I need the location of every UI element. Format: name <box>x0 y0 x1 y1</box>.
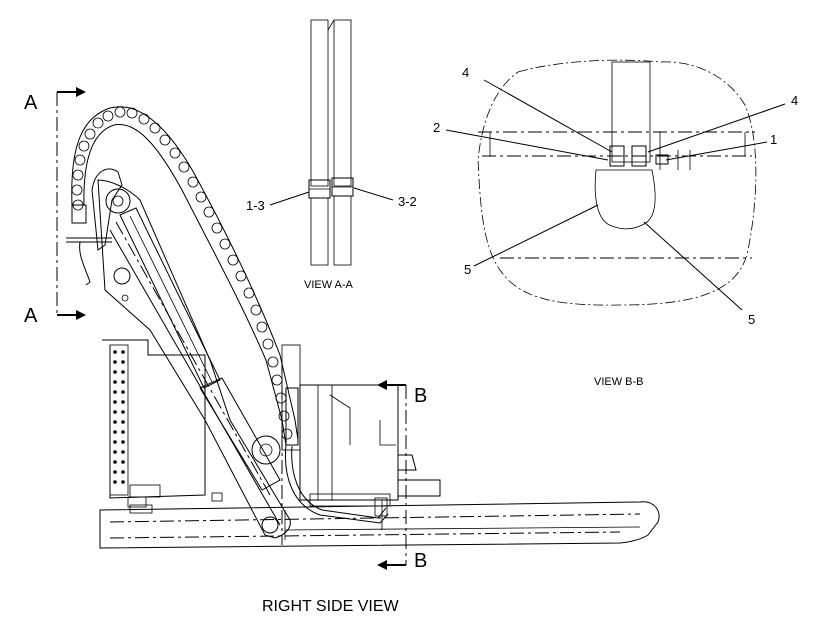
view-b-caption: VIEW B-B <box>594 376 644 388</box>
frame-holes <box>113 350 125 484</box>
frame-hole <box>121 360 125 364</box>
callout-1: 1 <box>770 132 777 147</box>
frame-hole <box>113 480 117 484</box>
right-side-view: RIGHT SIDE VIEW <box>66 106 660 615</box>
callout-4-right: 4 <box>791 93 798 108</box>
chain-link <box>159 134 171 146</box>
frame-hole <box>121 420 125 424</box>
chain-link <box>219 238 231 250</box>
chain-link <box>203 206 215 218</box>
view-a-a: 1-3 3-2 VIEW A-A <box>246 19 417 291</box>
chain-link <box>267 356 279 368</box>
section-line-a: A A <box>24 87 86 327</box>
view-a-caption: VIEW A-A <box>304 279 354 291</box>
chain-link <box>74 154 86 166</box>
frame-hole <box>113 450 117 454</box>
frame-hole <box>121 450 125 454</box>
chain-link <box>281 428 293 440</box>
frame-hole <box>121 380 125 384</box>
frame-hole <box>113 390 117 394</box>
chain-link <box>256 321 268 333</box>
callout-2: 2 <box>433 120 440 135</box>
chain-link <box>211 222 223 234</box>
section-line-b: B B <box>377 380 427 572</box>
chain-link <box>138 113 150 125</box>
frame-hole <box>121 370 125 374</box>
chain-link <box>92 117 104 129</box>
frame-hole <box>113 430 117 434</box>
main-view-title: RIGHT SIDE VIEW <box>262 598 400 615</box>
chain-link <box>149 122 161 134</box>
frame-hole <box>113 350 117 354</box>
callout-1-3: 1-3 <box>246 198 265 213</box>
chain-link <box>250 304 262 316</box>
frame-hole <box>121 430 125 434</box>
chain-link <box>187 176 199 188</box>
callout-5-left: 5 <box>464 262 471 277</box>
chain-link <box>102 110 114 122</box>
chain-link <box>227 254 239 266</box>
chain-link <box>114 106 126 118</box>
frame-hole <box>121 410 125 414</box>
frame-hole <box>113 470 117 474</box>
frame-hole <box>121 460 125 464</box>
chain-links <box>71 106 293 440</box>
chain-link <box>78 140 90 152</box>
callout-5-right: 5 <box>748 312 755 327</box>
chain-link <box>278 410 290 422</box>
frame-hole <box>113 420 117 424</box>
frame-hole <box>113 370 117 374</box>
chain-link <box>195 191 207 203</box>
frame-hole <box>121 480 125 484</box>
section-b-top-label: B <box>414 385 427 407</box>
section-a-top-label: A <box>24 92 38 114</box>
frame-hole <box>113 400 117 404</box>
callout-3-2: 3-2 <box>398 194 417 209</box>
section-b-bottom-label: B <box>414 550 427 572</box>
frame-hole <box>121 400 125 404</box>
callout-4-left: 4 <box>462 65 469 80</box>
boom-pivot <box>105 188 131 214</box>
chain-link <box>126 107 138 119</box>
frame-hole <box>113 380 117 384</box>
section-a-bottom-label: A <box>24 305 38 327</box>
chain-link <box>72 169 84 181</box>
chain-link <box>243 287 255 299</box>
frame-hole <box>113 410 117 414</box>
chain-link <box>271 374 283 386</box>
view-b-b: 4 4 2 1 5 5 VIEW B-B <box>433 59 798 388</box>
frame-hole <box>121 390 125 394</box>
knuckle <box>251 435 281 465</box>
chain-link <box>71 184 83 196</box>
frame-hole <box>113 460 117 464</box>
frame-hole <box>113 360 117 364</box>
frame-hole <box>113 440 117 444</box>
chain-link <box>235 270 247 282</box>
frame-hole <box>121 350 125 354</box>
frame-hole <box>121 440 125 444</box>
chain-link <box>262 338 274 350</box>
chain-link <box>178 161 190 173</box>
chain-link <box>275 392 287 404</box>
chain-link <box>169 147 181 159</box>
chain-link <box>84 128 96 140</box>
frame-hole <box>121 470 125 474</box>
